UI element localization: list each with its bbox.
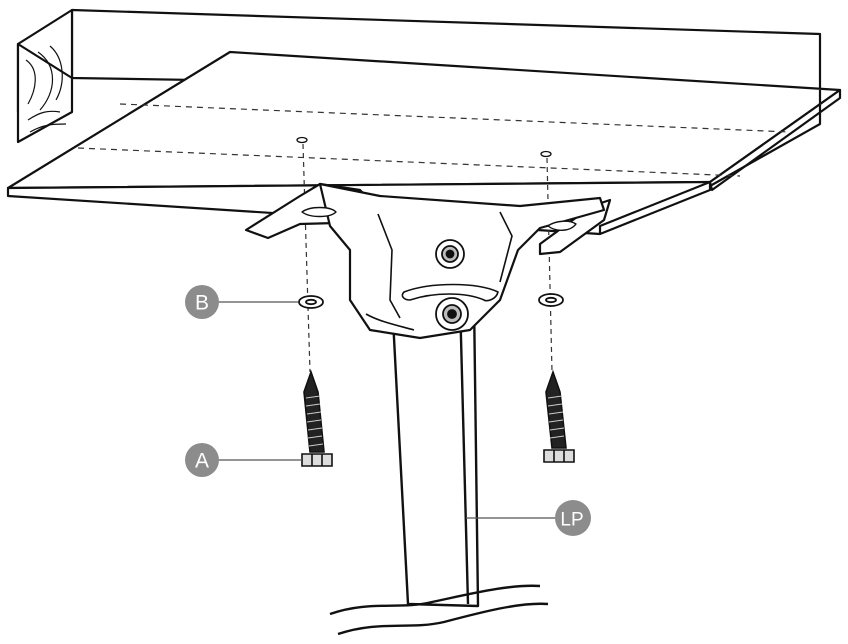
callout-a: A <box>185 443 219 477</box>
callout-lp-label: LP <box>560 510 583 531</box>
pole <box>329 298 549 636</box>
washers <box>298 293 564 309</box>
lag-bolt-right <box>543 369 575 463</box>
callout-b-label: B <box>195 292 209 315</box>
hidden-joist-lines <box>77 103 791 177</box>
pilot-holes <box>296 136 552 158</box>
bolt-alignment-lines <box>302 143 553 373</box>
lag-bolt-left <box>301 369 333 467</box>
callout-b: B <box>185 285 219 319</box>
callout-lp: LP <box>555 500 591 536</box>
ceiling-bracket <box>244 182 612 340</box>
bracket-bolts <box>435 239 469 331</box>
callout-a-label: A <box>195 450 209 473</box>
callout-leaders <box>216 301 558 519</box>
